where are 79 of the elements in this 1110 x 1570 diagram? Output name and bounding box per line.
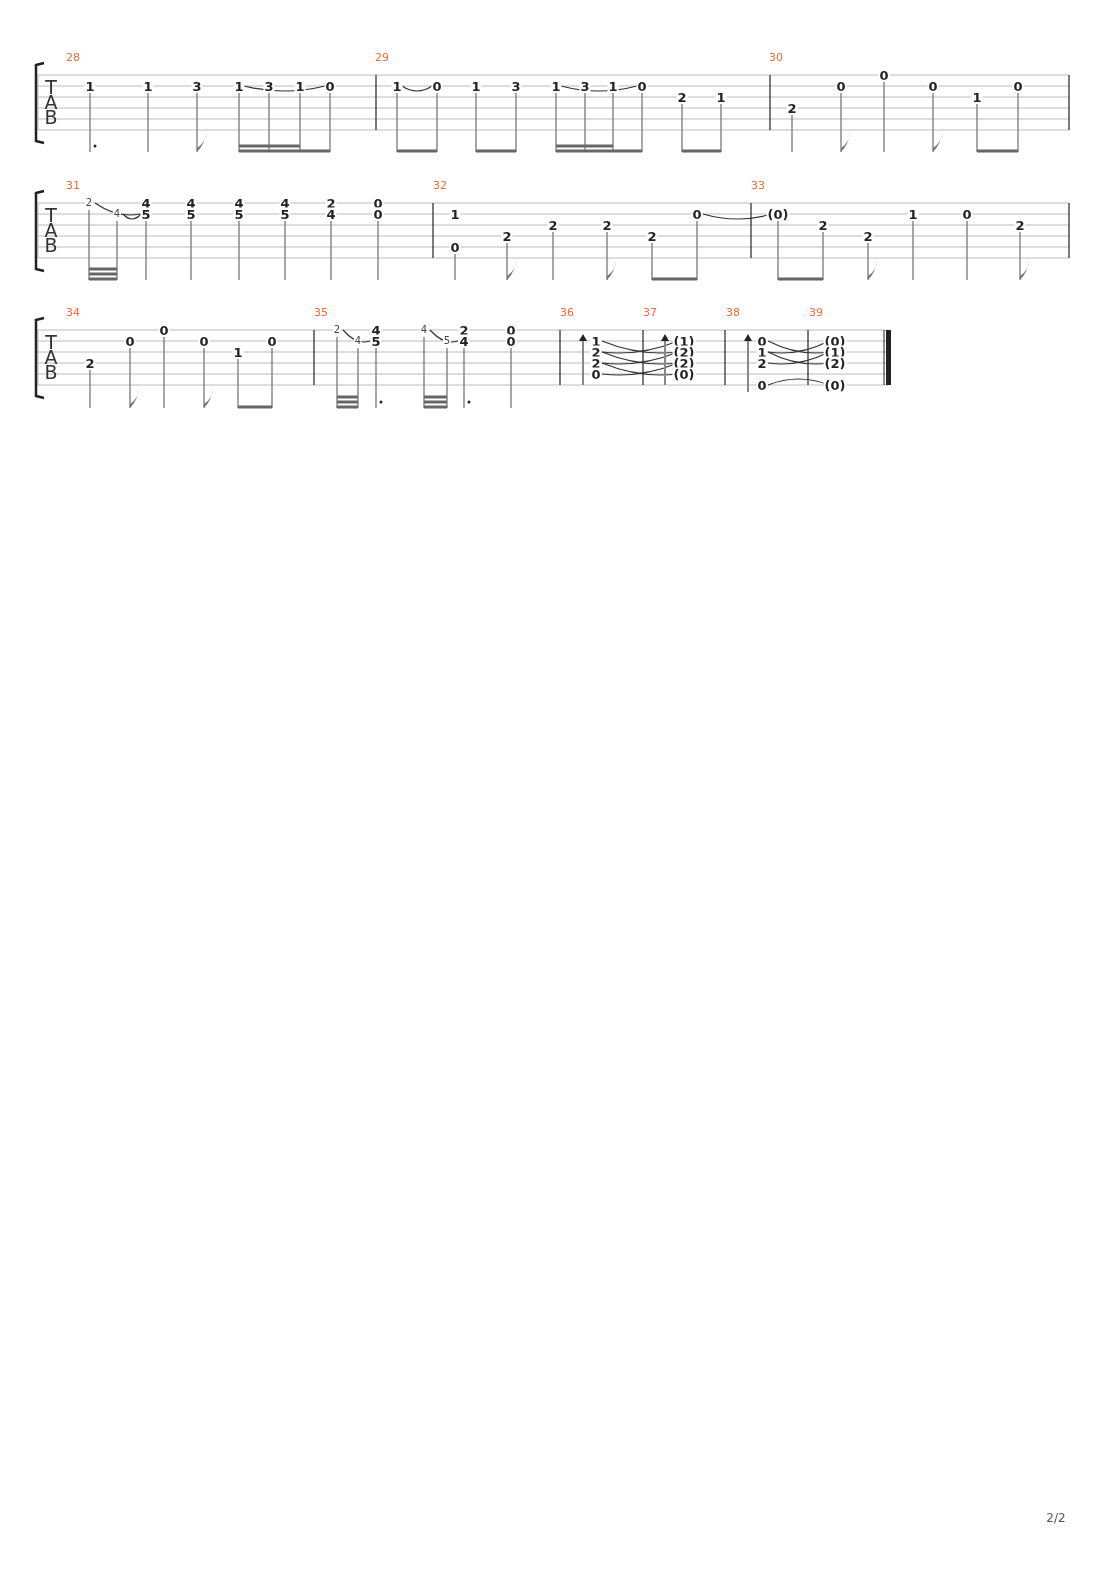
fret-number: 2	[817, 218, 829, 232]
page-number: 2/2	[1045, 1512, 1067, 1524]
fret-number: 5	[140, 207, 152, 221]
fret-number: 5	[279, 207, 291, 221]
tab-clef-letter: B	[43, 362, 59, 382]
fret-number: 1	[715, 90, 727, 104]
fret-number: 1	[142, 79, 154, 93]
measure-number: 28	[65, 51, 81, 63]
measure-number: 31	[65, 179, 81, 191]
fret-number: 2	[1014, 218, 1026, 232]
fret-number: (0)	[672, 367, 696, 381]
fret-number: 0	[756, 378, 768, 392]
grace-fret-number: 2	[84, 198, 94, 208]
fret-number: 0	[431, 79, 443, 93]
fret-number: 0	[927, 79, 939, 93]
fret-number: 1	[607, 79, 619, 93]
fret-number: 0	[505, 334, 517, 348]
fret-number: 2	[786, 101, 798, 115]
fret-number: (0)	[823, 378, 847, 392]
fret-number: 0	[372, 207, 384, 221]
fret-number: 0	[1012, 79, 1024, 93]
grace-fret-number: 4	[112, 209, 122, 219]
fret-number: 2	[676, 90, 688, 104]
fret-number: 0	[691, 207, 703, 221]
measure-number: 35	[313, 306, 329, 318]
measure-number: 39	[808, 306, 824, 318]
fret-number: 2	[646, 229, 658, 243]
fret-number: 1	[233, 79, 245, 93]
grace-fret-number: 4	[419, 325, 429, 335]
measure-number: 30	[768, 51, 784, 63]
fret-number: (2)	[823, 356, 847, 370]
measure-number: 32	[432, 179, 448, 191]
fret-number: 0	[449, 240, 461, 254]
fret-number: 1	[391, 79, 403, 93]
fret-number: 3	[263, 79, 275, 93]
tab-clef-letter: B	[43, 235, 59, 255]
fret-number: 1	[907, 207, 919, 221]
fret-number: 0	[324, 79, 336, 93]
fret-number: 0	[835, 79, 847, 93]
measure-number: 36	[559, 306, 575, 318]
fret-number: 2	[84, 356, 96, 370]
fret-number: 1	[232, 345, 244, 359]
fret-number: 4	[325, 207, 337, 221]
fret-number: 3	[510, 79, 522, 93]
fret-number: 1	[550, 79, 562, 93]
fret-number: 2	[862, 229, 874, 243]
fret-number: 0	[636, 79, 648, 93]
grace-fret-number: 2	[332, 325, 342, 335]
fret-number: 1	[294, 79, 306, 93]
tab-clef-letter: B	[43, 107, 59, 127]
grace-fret-number: 4	[353, 336, 363, 346]
fret-number: 5	[233, 207, 245, 221]
fret-number: 0	[198, 334, 210, 348]
fret-number: 2	[547, 218, 559, 232]
fret-number: 2	[601, 218, 613, 232]
fret-number: 5	[185, 207, 197, 221]
fret-number: 2	[756, 356, 768, 370]
fret-number: 0	[124, 334, 136, 348]
fret-number: 0	[590, 367, 602, 381]
fret-number: 0	[158, 323, 170, 337]
fret-number: 1	[84, 79, 96, 93]
fret-number: 0	[878, 68, 890, 82]
fret-number: 2	[501, 229, 513, 243]
fret-number: 5	[370, 334, 382, 348]
fret-number: 0	[266, 334, 278, 348]
fret-number: 1	[449, 207, 461, 221]
fret-number: 3	[579, 79, 591, 93]
fret-number: 0	[961, 207, 973, 221]
fret-number: (0)	[766, 207, 790, 221]
measure-number: 38	[725, 306, 741, 318]
fret-number: 1	[470, 79, 482, 93]
measure-number: 34	[65, 306, 81, 318]
measure-number: 29	[374, 51, 390, 63]
measure-number: 37	[642, 306, 658, 318]
fret-number: 4	[458, 334, 470, 348]
measure-number: 33	[750, 179, 766, 191]
fret-number: 3	[191, 79, 203, 93]
fret-number: 1	[971, 90, 983, 104]
grace-fret-number: 5	[442, 336, 452, 346]
